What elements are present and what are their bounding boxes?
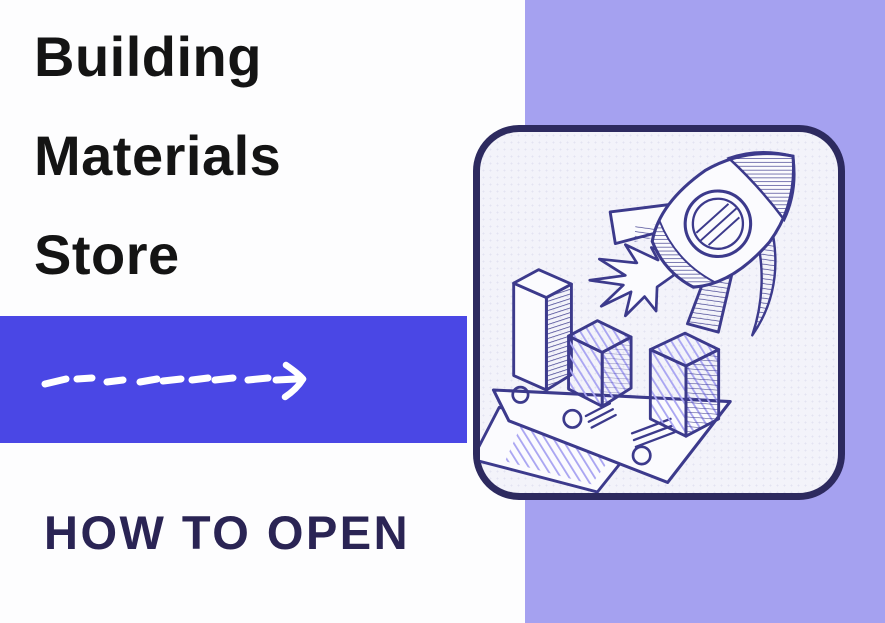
rocket-nose-cone [726,151,796,223]
arrow-head [281,361,307,401]
rocket-bar-chart-illustration [480,151,796,493]
title-line-1: Building [34,25,262,88]
rocket-fin-swoosh [751,226,777,337]
accent-band [0,316,467,443]
porthole-window-icon [683,189,753,259]
poster-title: Building Materials Store [34,7,281,304]
rocket-tail-band [651,218,718,289]
title-line-2: Materials [34,124,282,187]
illustration-card [473,125,845,500]
bar-medium [567,319,633,408]
bar-tall [512,268,573,392]
rocket-exhaust-flame-icon [588,243,677,318]
subtitle: HOW TO OPEN [44,506,411,559]
bar-small [648,331,721,438]
dashed-arrow-right-icon [41,361,307,401]
rocket-icon [608,151,796,337]
title-line-3: Store [34,223,180,286]
